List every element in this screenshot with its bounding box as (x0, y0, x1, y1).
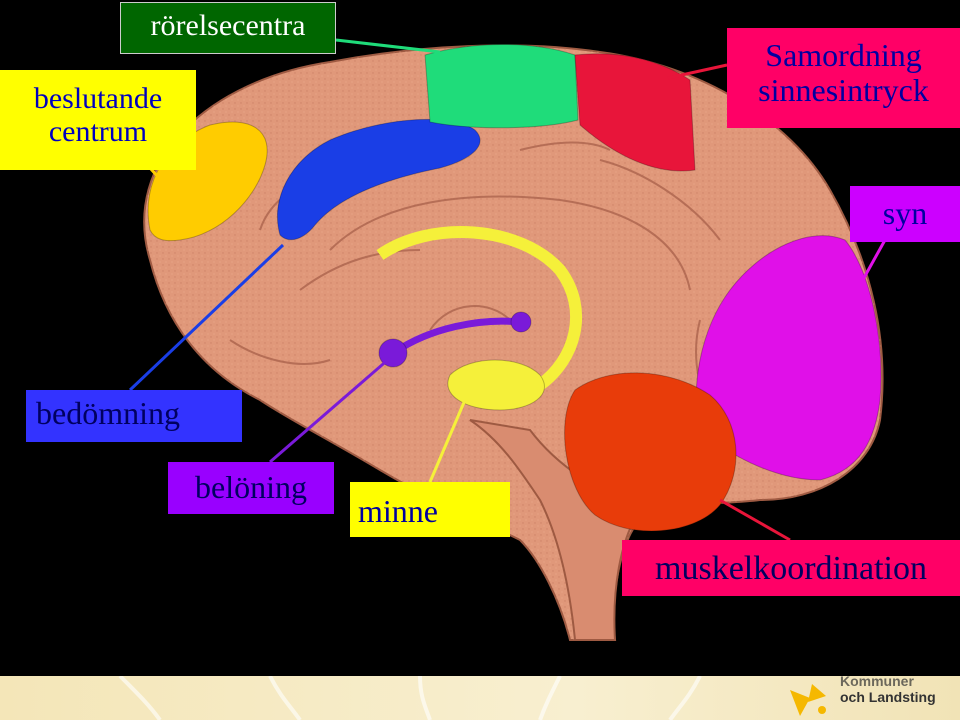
footer-strip: Kommuner och Landsting (0, 676, 960, 720)
label-muscle-coordination: muskelkoordination (622, 540, 960, 596)
label-judgment: bedömning (26, 390, 242, 442)
label-sensory-coordination: Samordning sinnesintryck (727, 28, 960, 128)
label-vision: syn (850, 186, 960, 242)
label-reward: belöning (168, 462, 334, 514)
leader-cerebellum (720, 500, 790, 540)
label-motor-center: rörelsecentra (120, 2, 336, 54)
region-cerebellum[interactable] (565, 373, 736, 531)
footer-decoration (0, 676, 960, 720)
region-memory[interactable] (448, 360, 545, 410)
logo-icon (790, 684, 826, 716)
leader-motor (336, 40, 440, 52)
logo-line-2: och Landsting (840, 690, 936, 705)
label-decision-center: beslutande centrum (0, 70, 196, 170)
logo-line-1: Kommuner (840, 676, 914, 689)
region-reward-node-b[interactable] (511, 312, 531, 332)
label-memory: minne (350, 482, 510, 537)
region-motor[interactable] (425, 44, 578, 127)
